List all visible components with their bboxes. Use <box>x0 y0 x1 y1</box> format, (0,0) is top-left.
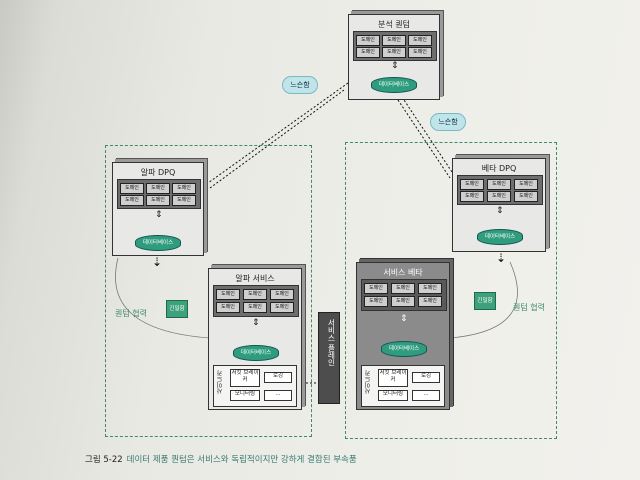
loose-link-analytics-alpha <box>207 82 349 184</box>
alpha-dpq-title: 알파 DPQ <box>140 168 176 177</box>
analytics-title: 분석 퀀텀 <box>378 20 410 29</box>
alpha-sidecar: 사이드카 서킷 브레이커 로깅 모니터링 ... <box>213 365 297 407</box>
beta-service-title: 서비스 베타 <box>383 268 423 277</box>
beta-dpq-title: 베타 DPQ <box>481 164 517 173</box>
alpha-dpq-service-link: ⇣ <box>152 255 163 269</box>
analytics-database: 데이터베이스 <box>371 77 417 93</box>
beta-dpq-service-link: ⇣ <box>496 251 507 265</box>
alpha-service: 알파 서비스 도메인 도메인 도메인 도메인 도메인 도메인 ⇕ 데이터베이스 … <box>208 268 302 410</box>
alpha-contract-card: 긴밀함 <box>166 300 188 318</box>
beta-service-database: 데이터베이스 <box>381 341 427 357</box>
analytics-quantum: 분석 퀀텀 도메인 도메인 도메인 도메인 도메인 도메인 ⇕ 데이터베이스 <box>348 14 440 100</box>
beta-cooperation-arc <box>449 261 518 339</box>
alpha-dpq: 알파 DPQ 도메인 도메인 도메인 도메인 도메인 도메인 ⇕ 데이터베이스 <box>112 162 204 256</box>
beta-service: 서비스 베타 도메인 도메인 도메인 도메인 도메인 도메인 ⇕ 데이터베이스 … <box>356 262 450 410</box>
alpha-region <box>105 145 312 437</box>
alpha-dpq-database: 데이터베이스 <box>135 235 181 251</box>
figure-caption-text: 데이터 제품 퀀텀은 서비스와 독립적이지만 강하게 결합된 부속품 <box>126 455 357 465</box>
loose-cloud-right: 느슨함 <box>430 113 466 131</box>
figure-number: 그림 5-22 <box>85 455 123 465</box>
loose-cloud-left: 느슨함 <box>282 76 318 94</box>
beta-contract-card: 긴밀함 <box>474 292 496 310</box>
beta-sidecar: 사이드카 서킷 브레이커 로깅 모니터링 ... <box>361 365 445 407</box>
alpha-service-database: 데이터베이스 <box>233 345 279 361</box>
service-plane: 서비스 플레인 <box>318 312 340 404</box>
beta-dpq: 베타 DPQ 도메인 도메인 도메인 도메인 도메인 도메인 ⇕ 데이터베이스 <box>452 158 546 252</box>
alpha-cooperation-label: 퀀텀 협력 <box>115 309 147 318</box>
beta-dpq-database: 데이터베이스 <box>477 229 523 245</box>
alpha-cooperation-arc <box>115 257 211 339</box>
beta-region <box>345 142 557 439</box>
alpha-service-title: 알파 서비스 <box>235 274 275 283</box>
beta-cooperation-label: 퀀텀 협력 <box>513 303 545 312</box>
